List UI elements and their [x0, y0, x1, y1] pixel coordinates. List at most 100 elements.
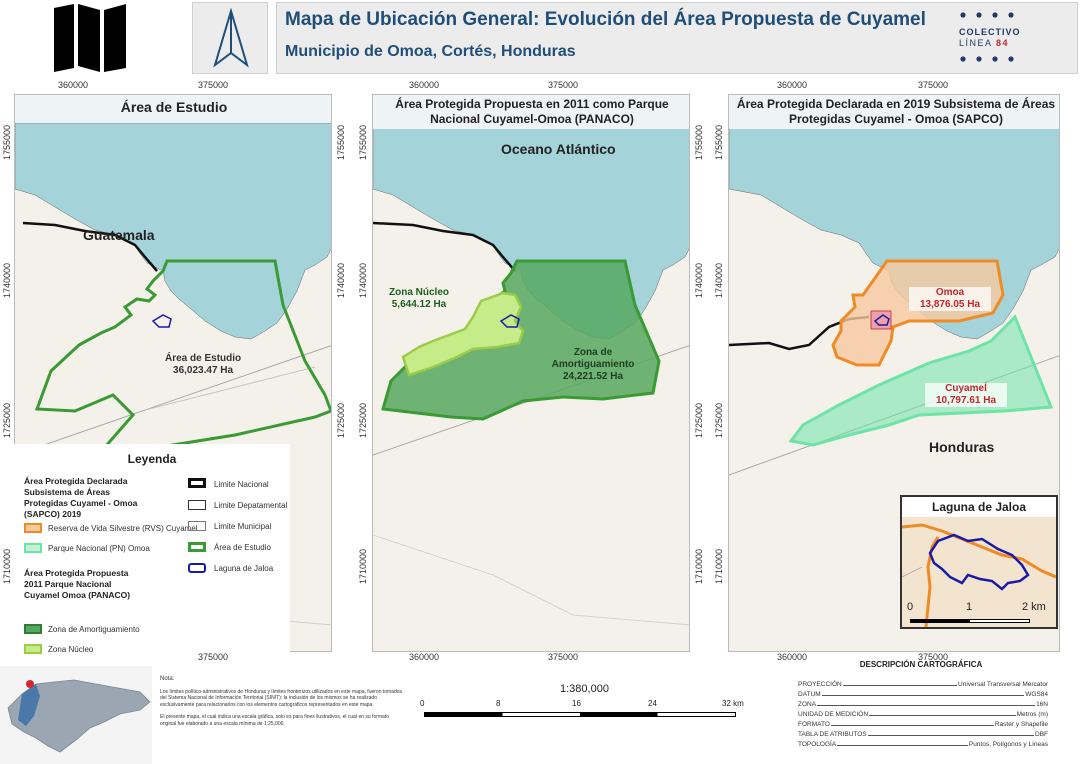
swatch-limite-nacional [188, 478, 206, 488]
coord-y-9: 1740000 [358, 262, 368, 298]
coord-y-17: 1740000 [714, 262, 724, 298]
legend-rvs: Reserva de Vida Silvestre (RVS) Cuyamel [48, 524, 198, 533]
descripcion-leader [830, 725, 994, 726]
descripcion-key: UNIDAD DE MEDICIÓN [798, 711, 869, 718]
logo-line2: LÍNEA 84 [959, 38, 1010, 48]
descripcion-leader [842, 685, 958, 686]
descripcion-value: Raster y Shapefile [994, 721, 1048, 728]
scale-tick-3: 24 [648, 699, 657, 708]
descripcion-leader [817, 705, 1036, 706]
coord-y-2: 1740000 [2, 262, 12, 298]
inset-scale-1: 1 [966, 601, 973, 613]
descripcion-leader [869, 715, 1016, 716]
inset-scale-2: 2 km [1022, 601, 1046, 613]
coord-top-4: 375000 [548, 80, 579, 90]
coord-y-8: 1755000 [358, 124, 368, 160]
swatch-amort [24, 624, 42, 634]
page-title: Mapa de Ubicación General: Evolución del… [285, 9, 926, 30]
descripcion-row: TABLA DE ATRIBUTOS DBF [798, 728, 1048, 738]
panel-sapco: Área Protegida Declarada en 2019 Subsist… [728, 94, 1060, 652]
coord-y-7: 1725000 [336, 402, 346, 438]
label-omoa: Omoa 13,876.05 Ha [909, 287, 991, 311]
descripcion-value: DBF [1035, 731, 1048, 738]
logo-number: 84 [996, 38, 1010, 48]
label-omoa-name: Omoa [935, 287, 965, 298]
descripcion-row: UNIDAD DE MEDICIÓN Metros (m) [798, 708, 1048, 718]
note-p2: El presente mapa, el cual indica una esc… [160, 714, 390, 727]
descripcion-row: TOPOLOGÍA Puntos, Polígonos y Líneas [798, 738, 1048, 748]
descripcion-leader [837, 745, 968, 746]
scale-tick-2: 16 [572, 699, 581, 708]
descripcion-key: TABLA DE ATRIBUTOS [798, 731, 867, 738]
panel-panaco: Área Protegida Propuesta en 2011 como Pa… [372, 94, 690, 652]
descripcion-row: ZONA 16N [798, 698, 1048, 708]
label-area-estudio-ha: 36,023.47 Ha [173, 365, 234, 376]
coord-top-3: 360000 [409, 80, 440, 90]
page-subtitle: Municipio de Omoa, Cortés, Honduras [285, 43, 576, 60]
coord-y-19: 1710000 [714, 548, 724, 584]
descripcion-key: TOPOLOGÍA [798, 741, 837, 748]
descripcion-value: 16N [1036, 701, 1048, 708]
inset-title: Laguna de Jaloa [931, 500, 1027, 514]
descripcion-value: Puntos, Polígonos y Líneas [968, 741, 1048, 748]
inset-scale-bar [910, 619, 1030, 623]
colectivo-logo: COLECTIVO LÍNEA 84 [959, 9, 1027, 71]
descripcion-value: Metros (m) [1016, 711, 1048, 718]
legend-title: Leyenda [127, 452, 177, 466]
main-scale-bar [424, 712, 736, 717]
descripcion-key: FORMATO [798, 721, 830, 728]
coord-y-6: 1740000 [336, 262, 346, 298]
descripcion-leader [867, 735, 1034, 736]
coord-bottom-p2-1: 360000 [409, 652, 440, 662]
descripcion-key: ZONA [798, 701, 817, 708]
honduras-locator-icon [7, 679, 151, 753]
scale-tick-1: 8 [496, 699, 501, 708]
label-area-estudio: Área de Estudio 36,023.47 Ha [165, 353, 241, 377]
note-p1: Los límites político-administrativos de … [160, 688, 403, 708]
inset-scale-0: 0 [907, 601, 914, 613]
scale-tick-0: 0 [420, 699, 425, 708]
label-cuyamel-ha: 10,797.61 Ha [935, 395, 997, 406]
legend-amort: Zona de Amortiguamiento [48, 625, 140, 634]
dots-bottom-icon [960, 56, 1014, 62]
coord-bottom-p3-2: 375000 [918, 652, 949, 662]
coord-y-14: 1725000 [694, 402, 704, 438]
coord-y-12: 1755000 [694, 124, 704, 160]
descripcion-value: Universal Transversal Mercator [958, 681, 1048, 688]
legend-panel: Leyenda Área Protegida Declarada Subsist… [14, 444, 290, 656]
north-arrow-box [192, 2, 268, 74]
swatch-rvs [24, 523, 42, 533]
legend-nucleo: Zona Núcleo [48, 645, 94, 654]
coord-top-2: 375000 [198, 80, 229, 90]
legend-pn: Parque Nacional (PN) Omoa [48, 544, 150, 553]
label-zona-amort-name2: Amortiguamiento [551, 359, 635, 370]
legend-area-estudio: Área de Estudio [214, 543, 271, 552]
inset-laguna: Laguna de Jaloa 0 1 2 km [900, 495, 1058, 629]
descripcion-leader [821, 695, 1025, 696]
header-logo-book [54, 4, 126, 72]
legend-limite-municipal: Limite Municipal [214, 522, 272, 531]
swatch-laguna [188, 563, 206, 573]
swatch-nucleo [24, 644, 42, 654]
legend-limite-departamental: Limite Depatamental [214, 501, 288, 510]
swatch-limite-departamental [188, 500, 206, 510]
inset-map [902, 517, 1056, 627]
legend-group-sapco: Área Protegida Declarada Subsistema de Á… [24, 476, 138, 519]
coord-bottom-p3-1: 360000 [777, 652, 808, 662]
label-cuyamel: Cuyamel 10,797.61 Ha [925, 383, 1007, 407]
coord-y-18: 1725000 [714, 402, 724, 438]
descripcion-key: DATUM [798, 691, 821, 698]
coord-y-15: 1710000 [694, 548, 704, 584]
descripcion-row: FORMATO Raster y Shapefile [798, 718, 1048, 728]
label-guatemala: Guatemala [83, 227, 155, 243]
dots-top-icon [960, 12, 1014, 18]
coord-y-11: 1710000 [358, 548, 368, 584]
coord-top-1: 360000 [58, 80, 89, 90]
scale-ratio: 1:380,000 [560, 683, 609, 695]
coord-y-13: 1740000 [694, 262, 704, 298]
label-zona-amort: Zona de Amortiguamiento 24,221.52 Ha [537, 347, 649, 383]
book-logo-icon [54, 4, 126, 72]
label-honduras: Honduras [929, 439, 995, 455]
label-zona-nucleo-name: Zona Núcleo [389, 287, 450, 298]
